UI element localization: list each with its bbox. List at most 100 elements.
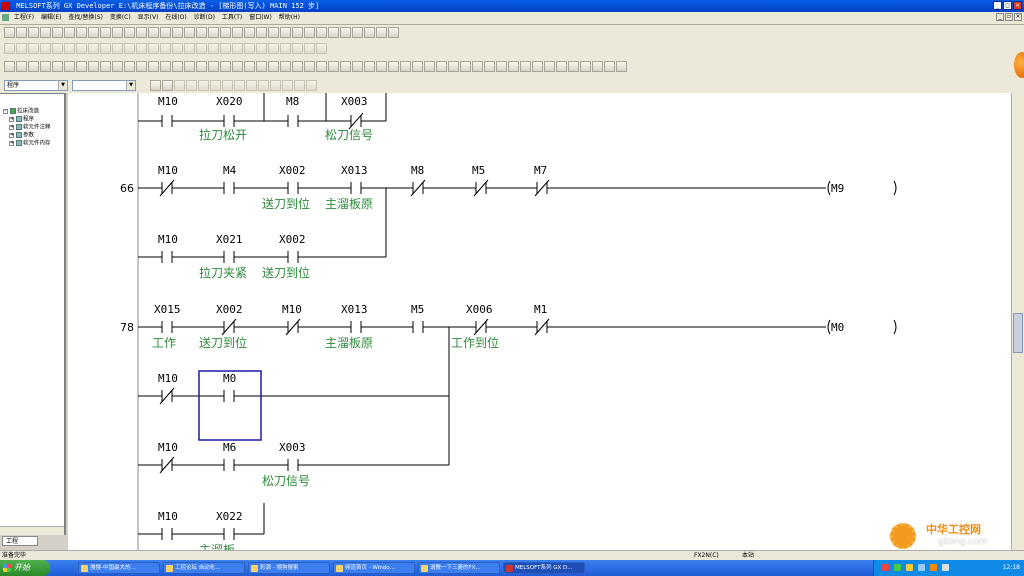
toolbar-button-icon[interactable] [246,80,257,91]
minimize-button[interactable]: _ [993,1,1002,10]
contact-label[interactable]: X002 [279,164,306,177]
contact-label[interactable]: X002 [279,233,306,246]
toolbar-button-icon[interactable] [268,61,279,72]
tray-icon[interactable] [930,564,937,571]
toolbar-button-icon[interactable] [148,61,159,72]
toolbar-button-icon[interactable] [184,27,195,38]
toolbar-button-icon[interactable] [112,61,123,72]
toolbar-button-icon[interactable] [208,43,219,54]
toolbar-button-icon[interactable] [196,43,207,54]
menu-tools[interactable]: 工具(T) [221,14,243,21]
toolbar-button-icon[interactable] [52,43,63,54]
toolbar-button-icon[interactable] [400,61,411,72]
toolbar-button-icon[interactable] [220,61,231,72]
toolbar-button-icon[interactable] [436,61,447,72]
toolbar-button-icon[interactable] [16,27,27,38]
toolbar-button-icon[interactable] [592,61,603,72]
toolbar-button-icon[interactable] [64,27,75,38]
close-button[interactable]: × [1013,1,1022,10]
toolbar-button-icon[interactable] [604,61,615,72]
toolbar-button-icon[interactable] [282,80,293,91]
expand-icon[interactable]: + [9,139,15,146]
toolbar-button-icon[interactable] [304,43,315,54]
toolbar-button-icon[interactable] [292,61,303,72]
toolbar-button-icon[interactable] [232,61,243,72]
expand-icon[interactable]: + [9,131,15,138]
toolbar-button-icon[interactable] [352,61,363,72]
toolbar-button-icon[interactable] [270,80,281,91]
toolbar-button-icon[interactable] [88,27,99,38]
menu-view[interactable]: 显示(V) [137,14,159,21]
contact-label[interactable]: M10 [158,372,178,385]
toolbar-button-icon[interactable] [64,43,75,54]
toolbar-button-icon[interactable] [210,80,221,91]
menu-project[interactable]: 工程(F) [13,14,35,21]
ladder-vertical-scrollbar[interactable] [1011,93,1024,550]
toolbar-button-icon[interactable] [316,61,327,72]
tree-item-device-memory[interactable]: +软元件内存 [9,140,51,148]
ladder-editor[interactable]: 66 78 M10 X020 拉刀松开 M8 X003 松刀信号 M10 M4 … [68,93,1011,550]
toolbar-button-icon[interactable] [280,27,291,38]
toolbar-button-icon[interactable] [136,27,147,38]
toolbar-button-icon[interactable] [160,27,171,38]
expand-icon[interactable]: + [9,123,15,130]
contact-label[interactable]: M6 [223,441,236,454]
toolbar-button-icon[interactable] [484,61,495,72]
tray-icon[interactable] [906,564,913,571]
contact-label[interactable]: X013 [341,303,368,316]
toolbar-button-icon[interactable] [124,43,135,54]
toolbar-button-icon[interactable] [232,43,243,54]
toolbar-button-icon[interactable] [76,43,87,54]
toolbar-button-icon[interactable] [388,27,399,38]
toolbar-button-icon[interactable] [160,43,171,54]
contact-label[interactable]: X021 [216,233,243,246]
toolbar-button-icon[interactable] [544,61,555,72]
toolbar-button-icon[interactable] [88,61,99,72]
toolbar-button-icon[interactable] [136,61,147,72]
toolbar-button-icon[interactable] [316,43,327,54]
toolbar-button-icon[interactable] [52,27,63,38]
tray-icon[interactable] [894,564,901,571]
contact-label[interactable]: M1 [534,303,547,316]
mdi-restore-button[interactable]: ▫ [1005,13,1013,21]
toolbar-button-icon[interactable] [520,61,531,72]
toolbar-button-icon[interactable] [4,27,15,38]
toolbar-button-icon[interactable] [184,43,195,54]
contact-label[interactable]: X003 [341,95,368,108]
toolbar-button-icon[interactable] [124,27,135,38]
taskbar-item[interactable]: 频道首页 - Windo... [333,562,415,574]
toolbar-button-icon[interactable] [100,61,111,72]
toolbar-button-icon[interactable] [28,43,39,54]
contact-label[interactable]: X015 [154,303,181,316]
tree-root[interactable]: -拉床改造 [3,108,39,116]
toolbar-button-icon[interactable] [160,61,171,72]
toolbar-button-icon[interactable] [136,43,147,54]
contact-label[interactable]: M0 [223,372,236,385]
contact-label[interactable]: M10 [158,441,178,454]
toolbar-button-icon[interactable] [88,43,99,54]
toolbar-button-icon[interactable] [198,80,209,91]
toolbar-button-icon[interactable] [306,80,317,91]
toolbar-button-icon[interactable] [4,61,15,72]
toolbar-button-icon[interactable] [172,61,183,72]
contact-label[interactable]: M7 [534,164,547,177]
toolbar-button-icon[interactable] [532,61,543,72]
contact-label[interactable]: X020 [216,95,243,108]
toolbar-button-icon[interactable] [244,61,255,72]
toolbar-button-icon[interactable] [186,80,197,91]
contact-label[interactable]: X022 [216,510,243,523]
contact-label[interactable]: X013 [341,164,368,177]
toolbar-button-icon[interactable] [316,27,327,38]
toolbar-button-icon[interactable] [196,61,207,72]
taskbar-item-active[interactable]: MELSOFT系列 GX D... [503,562,585,574]
toolbar-button-icon[interactable] [244,27,255,38]
toolbar-button-icon[interactable] [234,80,245,91]
contact-label[interactable]: M10 [282,303,302,316]
contact-label[interactable]: M4 [223,164,237,177]
mdi-close-button[interactable]: × [1014,13,1022,21]
toolbar-button-icon[interactable] [364,27,375,38]
toolbar-button-icon[interactable] [100,27,111,38]
cursor-selection[interactable] [198,370,262,441]
toolbar-button-icon[interactable] [172,27,183,38]
toolbar-button-icon[interactable] [568,61,579,72]
